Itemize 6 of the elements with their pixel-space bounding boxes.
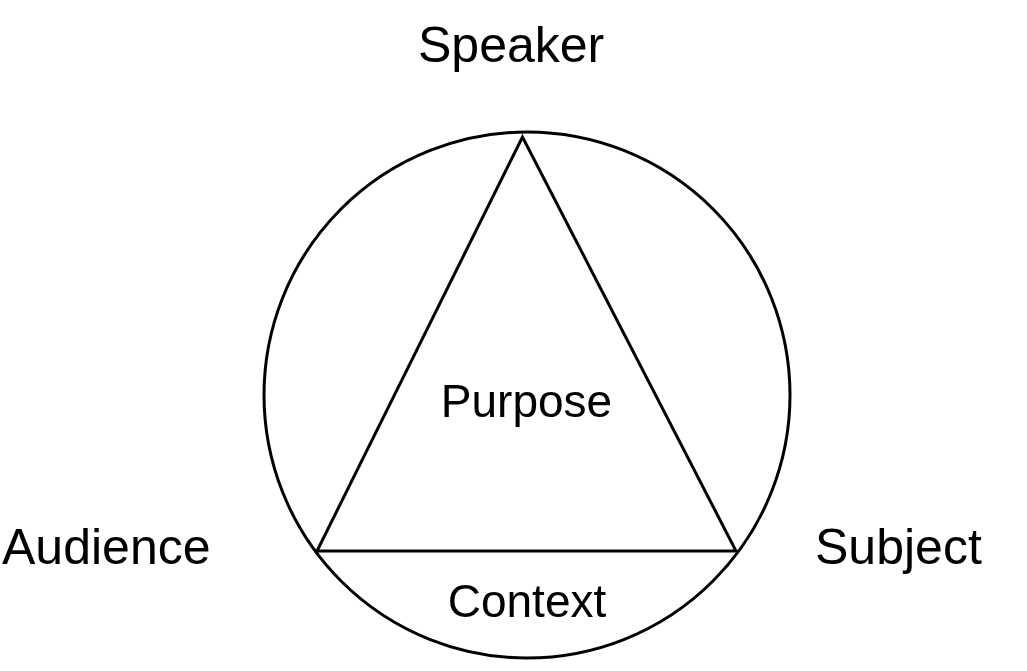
- vertex-label: Speaker: [418, 20, 605, 70]
- vertex-label: Audience: [2, 522, 211, 572]
- triangle: [315, 135, 738, 553]
- circle: [262, 130, 792, 660]
- circle-label: Context: [447, 578, 607, 624]
- vertex-label: Subject: [815, 522, 982, 572]
